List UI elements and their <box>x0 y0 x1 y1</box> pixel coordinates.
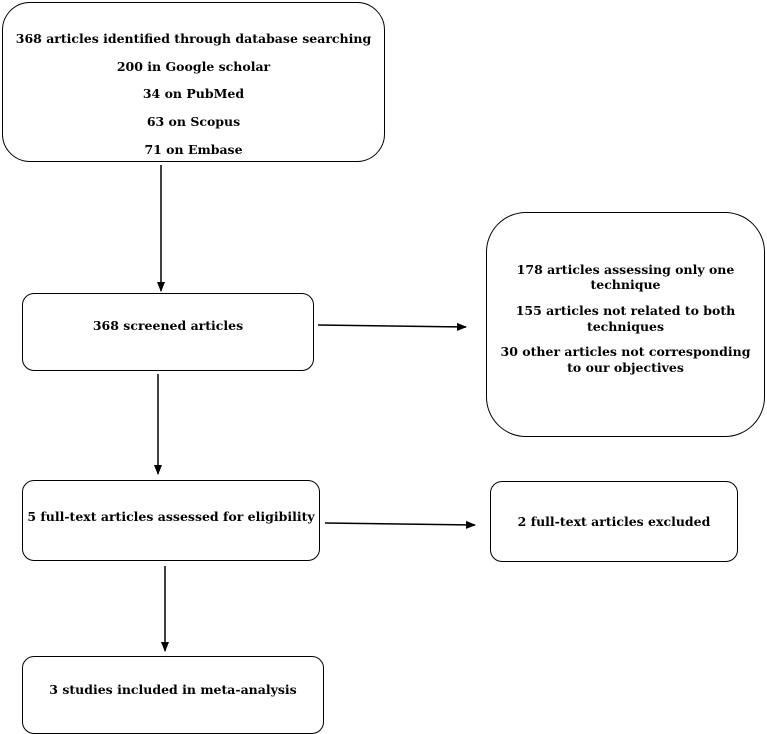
arrow-screened-to-exclusions <box>317 322 467 331</box>
exclusion-reason: 30 other articles not corresponding to o… <box>500 344 751 375</box>
eligibility-box: 5 full-text articles assessed for eligib… <box>22 480 320 561</box>
included-box: 3 studies included in meta-analysis <box>22 656 324 734</box>
identification-box: 368 articles identified through database… <box>2 2 385 162</box>
exclusion-reason: 155 articles not related to both techniq… <box>515 302 736 334</box>
screening-exclusions-box: 178 articles assessing only one techniqu… <box>486 212 765 437</box>
identification-pubmed: 34 on PubMed <box>142 86 245 102</box>
fulltext-excluded-box: 2 full-text articles excluded <box>490 481 738 562</box>
identification-google-scholar: 200 in Google scholar <box>116 58 271 74</box>
identification-embase: 71 on Embase <box>144 141 243 157</box>
screening-label: 368 screened articles <box>92 318 244 333</box>
fulltext-excluded-label: 2 full-text articles excluded <box>517 513 711 529</box>
screening-box: 368 screened articles <box>22 293 314 371</box>
identification-scopus: 63 on Scopus <box>146 113 241 129</box>
arrow-eligibility-to-excluded <box>324 520 476 529</box>
identification-total: 368 articles identified through database… <box>15 31 372 46</box>
exclusion-reason: 178 articles assessing only one techniqu… <box>516 261 735 293</box>
eligibility-label: 5 full-text articles assessed for eligib… <box>27 509 315 524</box>
included-label: 3 studies included in meta-analysis <box>49 682 297 697</box>
